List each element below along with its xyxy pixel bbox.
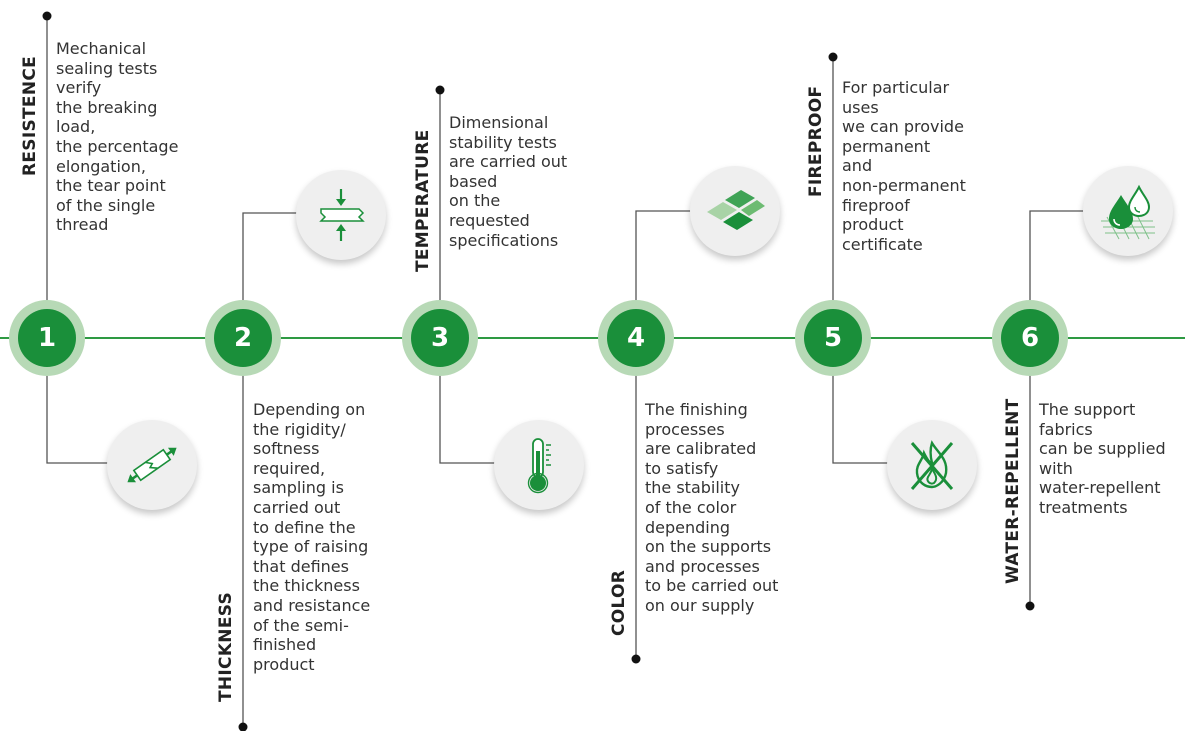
tensile-test-icon [127, 447, 177, 483]
endpoint-dot [42, 11, 52, 21]
step-5-label: FIREPROOF [806, 85, 826, 197]
step-5-description: For particular uses we can provide perma… [842, 78, 966, 254]
step-2-label: THICKNESS [216, 591, 236, 702]
step-number: 6 [1001, 309, 1059, 367]
step-5-icon-circle [887, 420, 977, 510]
step-4-icon-circle [690, 166, 780, 256]
step-1-label: RESISTENCE [20, 55, 40, 176]
step-3-icon-circle [494, 420, 584, 510]
step-1-description: Mechanical sealing tests verify the brea… [56, 39, 179, 235]
step-1-marker: 1 [9, 300, 85, 376]
step-6-label: WATER-REPELLENT [1003, 398, 1023, 584]
step-6-description: The support fabrics can be supplied with… [1039, 400, 1166, 517]
step-number: 3 [411, 309, 469, 367]
endpoint-dot [435, 85, 445, 95]
no-fire-icon [910, 440, 954, 490]
step-number: 2 [214, 309, 272, 367]
step-5-marker: 5 [795, 300, 871, 376]
water-drops-icon [1101, 184, 1155, 240]
endpoint-dot [1025, 601, 1035, 611]
step-number: 5 [804, 309, 862, 367]
step-2-icon-circle [296, 170, 386, 260]
step-1-icon-circle [107, 420, 197, 510]
endpoint-dot [238, 722, 248, 731]
step-number: 1 [18, 309, 76, 367]
step-3-label: TEMPERATURE [413, 129, 433, 272]
color-swatches-icon [707, 190, 765, 230]
step-4-description: The finishing processes are calibrated t… [645, 400, 779, 615]
step-4-label: COLOR [609, 569, 629, 636]
endpoint-dot [828, 52, 838, 62]
endpoint-dot [631, 654, 641, 664]
thickness-compression-icon [319, 189, 365, 241]
step-number: 4 [607, 309, 665, 367]
step-4-marker: 4 [598, 300, 674, 376]
step-2-marker: 2 [205, 300, 281, 376]
step-3-description: Dimensional stability tests are carried … [449, 113, 568, 250]
thermometer-icon [527, 438, 551, 494]
step-2-description: Depending on the rigidity/ softness requ… [253, 400, 371, 674]
step-3-marker: 3 [402, 300, 478, 376]
step-6-marker: 6 [992, 300, 1068, 376]
step-6-icon-circle [1083, 166, 1173, 256]
